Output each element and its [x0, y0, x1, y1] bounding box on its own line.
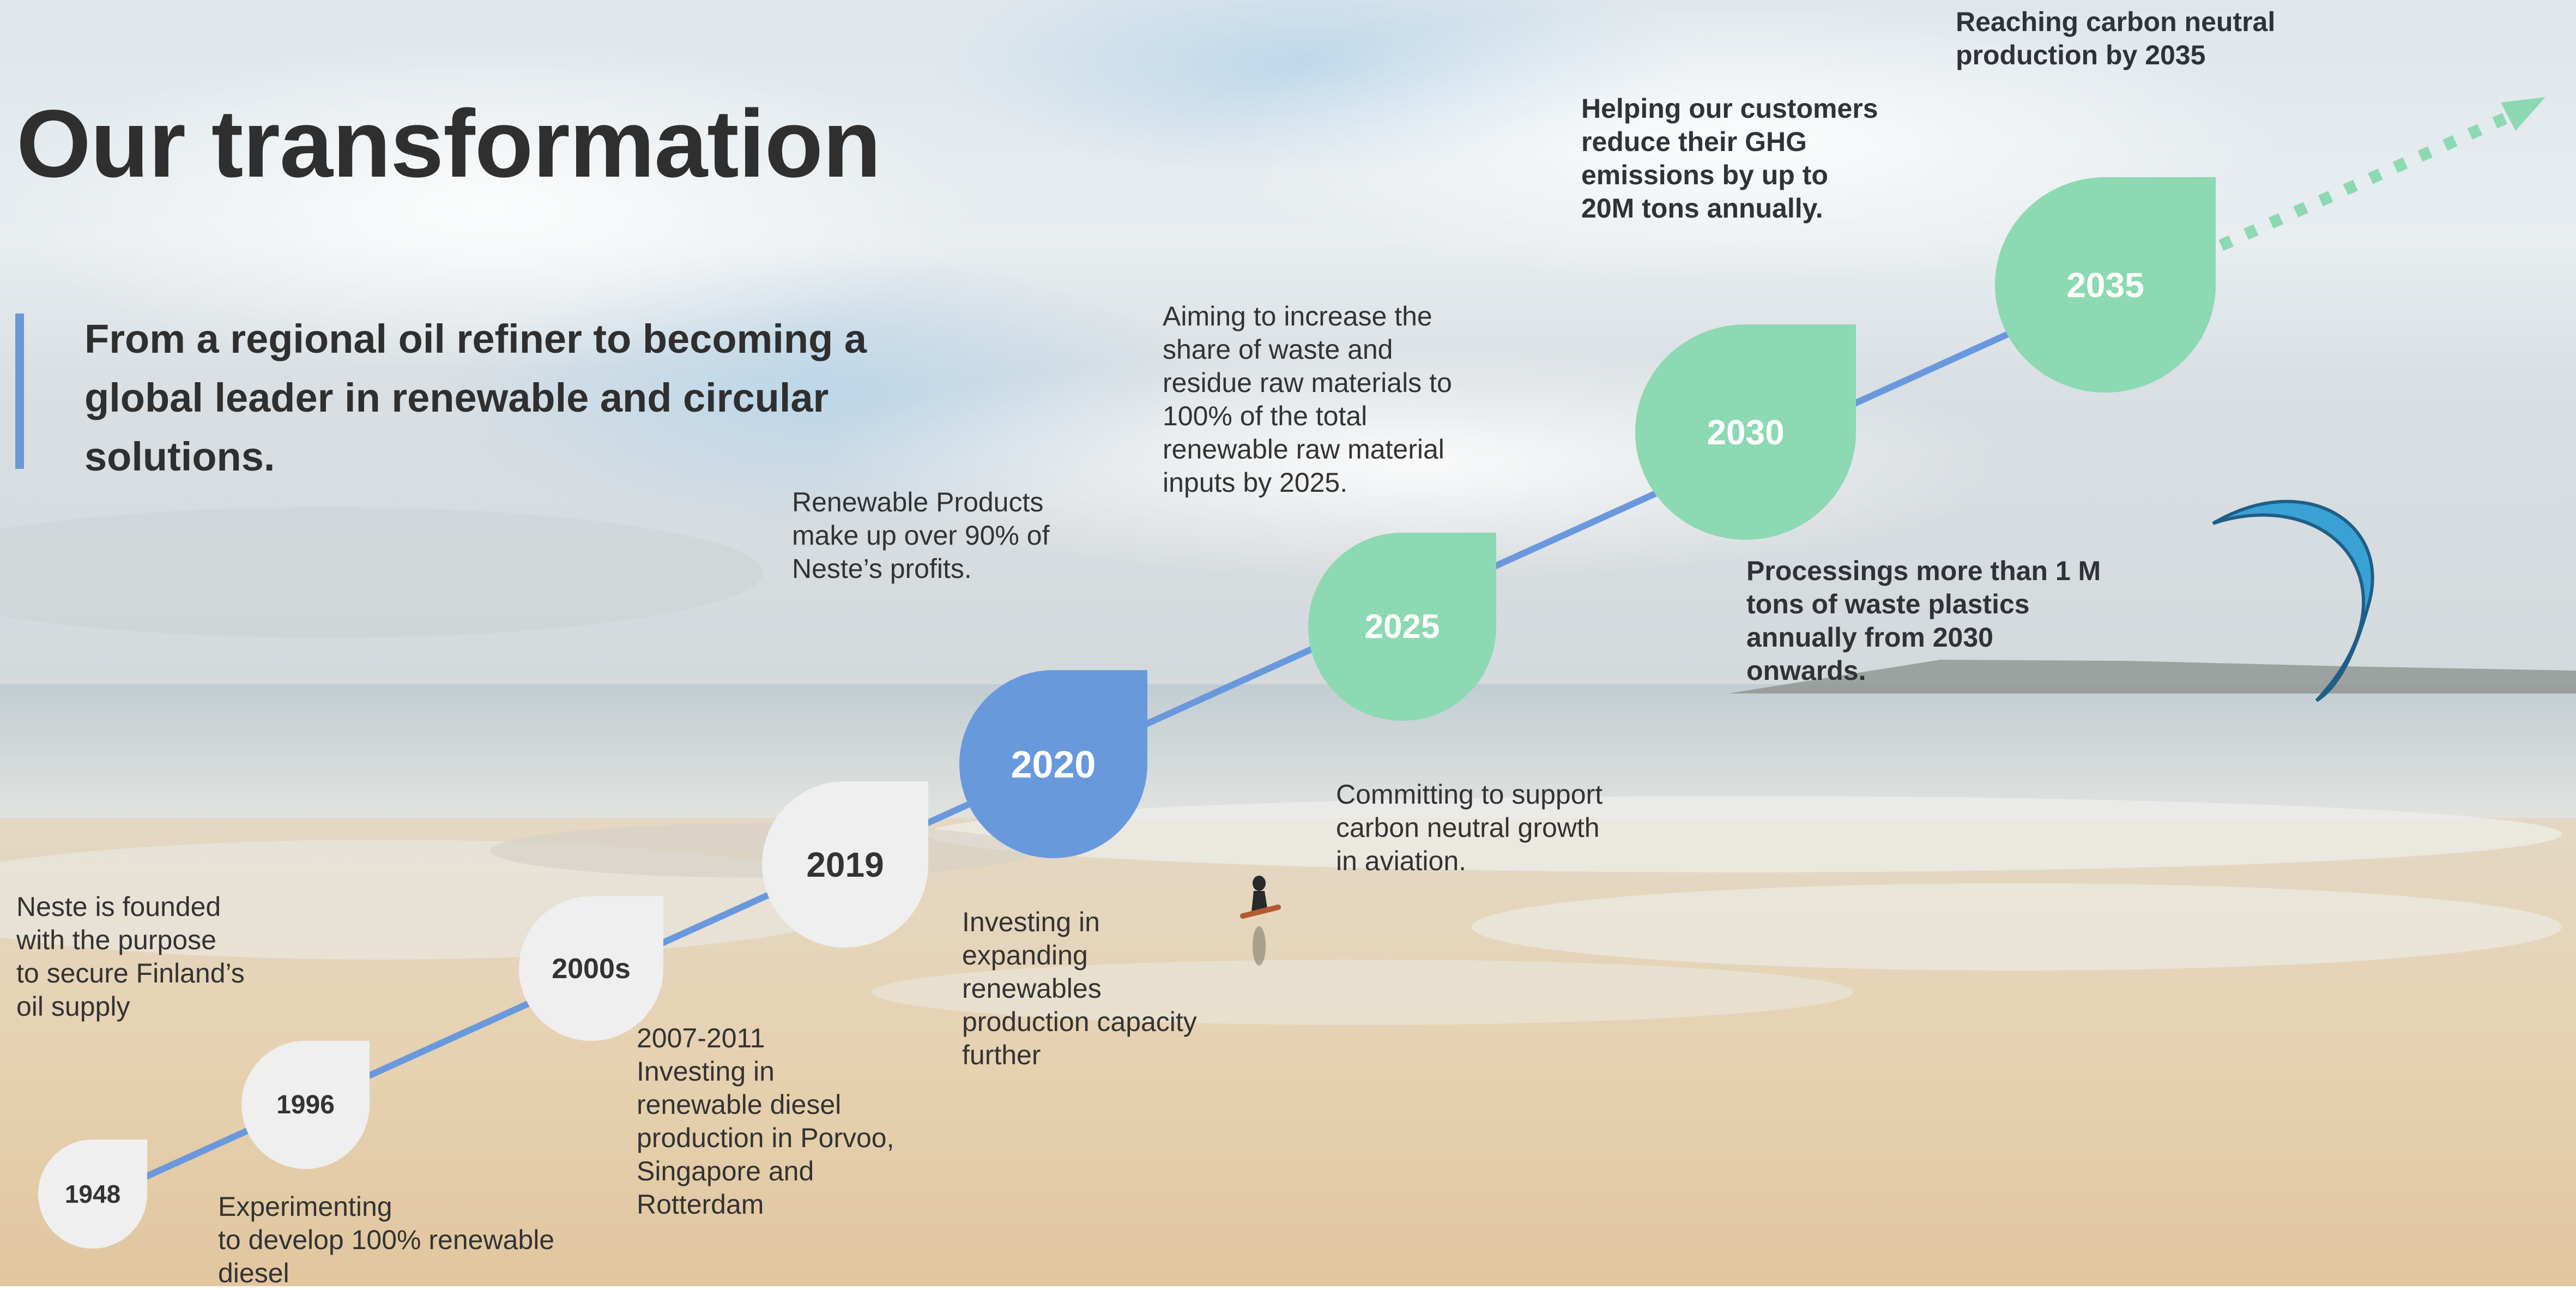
- milestone-year: 1996: [276, 1090, 335, 1119]
- milestone-year: 2019: [806, 845, 884, 884]
- note-2030-bottom: Processings more than 1 M tons of waste …: [1746, 556, 2101, 686]
- subtitle-accent-bar: [15, 314, 24, 469]
- note-1996: Experimenting to develop 100% renewable …: [218, 1191, 555, 1288]
- note-2019: Renewable Products make up over 90% of N…: [792, 487, 1050, 584]
- note-2025-bottom: Committing to support carbon neutral gro…: [1336, 779, 1603, 876]
- page-title: Our transformation: [16, 91, 881, 197]
- note-1948: Neste is founded with the purpose to sec…: [16, 891, 245, 1022]
- milestone-year: 1948: [64, 1180, 121, 1208]
- milestone-year: 2030: [1707, 412, 1785, 452]
- milestone-2020: 2020: [959, 670, 1147, 858]
- future-arrow-head: [2501, 97, 2545, 131]
- milestone-year: 2000s: [552, 953, 631, 985]
- milestone-2030: 2030: [1635, 324, 1856, 540]
- note-2025-top: Aiming to increase the share of waste an…: [1163, 301, 1452, 498]
- note-2020: Investing in expanding renewables produc…: [962, 907, 1197, 1070]
- page-subtitle: From a regional oil refiner to becoming …: [84, 316, 867, 479]
- milestone-year: 2025: [1364, 608, 1440, 646]
- milestone-1948: 1948: [38, 1140, 147, 1249]
- kitesurfer-figure: [1240, 876, 1281, 966]
- milestone-2025: 2025: [1308, 533, 1496, 721]
- milestone-year: 2020: [1011, 743, 1096, 786]
- milestone-1996: 1996: [241, 1041, 370, 1169]
- note-2030-top: Helping our customers reduce their GHG e…: [1581, 93, 1878, 224]
- milestone-2000s: 2000s: [519, 896, 663, 1041]
- note-2035: Reaching carbon neutral production by 20…: [1956, 7, 2276, 70]
- milestone-2019: 2019: [762, 781, 928, 948]
- future-arrow-line: [2218, 111, 2510, 251]
- note-2000s: 2007-2011 Investing in renewable diesel …: [637, 1023, 894, 1220]
- milestone-2035: 2035: [1995, 177, 2216, 393]
- milestone-year: 2035: [2066, 265, 2144, 305]
- kite-shape: [2212, 499, 2374, 702]
